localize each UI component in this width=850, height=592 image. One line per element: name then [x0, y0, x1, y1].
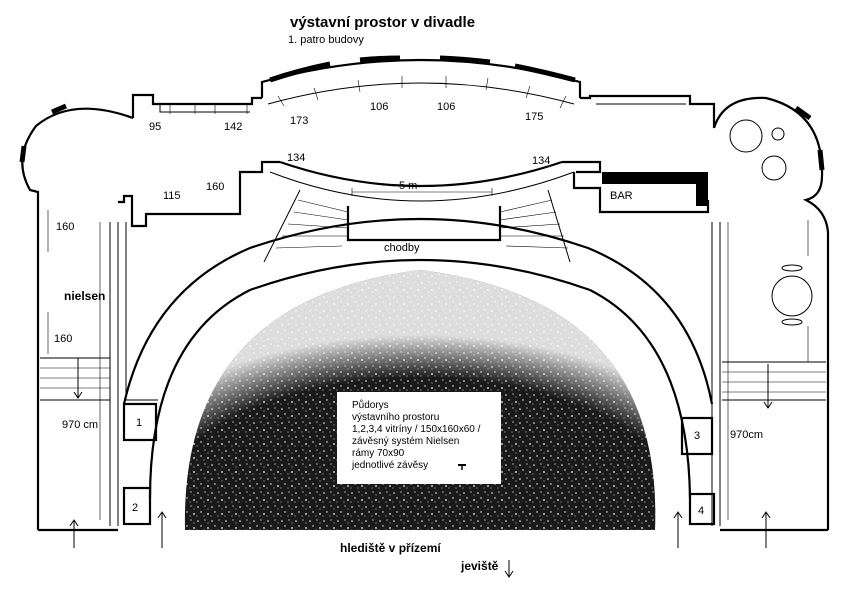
- up-arrow-icon: [69, 511, 771, 548]
- legend-title: Půdorys: [352, 399, 389, 411]
- legend-line-5: jednotlivé závěsy: [351, 460, 428, 471]
- dim-142: 142: [224, 121, 242, 133]
- left-length-label: 970 cm: [62, 419, 98, 431]
- showcase-4: 4: [688, 492, 716, 526]
- top-dimension-labels: 95 142 173 106 106 175: [149, 101, 543, 133]
- dim-134-right: 134: [532, 155, 550, 167]
- legend-line-2: 1,2,3,4 vitríny / 150x160x60 /: [352, 424, 481, 435]
- dim-134-left: 134: [287, 152, 305, 164]
- plan-subtitle: 1. patro budovy: [288, 34, 364, 46]
- stage-label: jeviště: [460, 559, 499, 573]
- bar-counter: BAR: [602, 172, 708, 206]
- dim-95: 95: [149, 121, 161, 133]
- showcase-1: 1: [122, 402, 158, 442]
- left-wing: [40, 210, 158, 526]
- dim-106-a: 106: [370, 101, 388, 113]
- legend-line-1: výstavního prostoru: [352, 412, 439, 423]
- left-dim-160-bottom: 160: [54, 333, 72, 345]
- upper-rooms: [159, 76, 686, 114]
- ring-corridor: [122, 217, 714, 499]
- auditorium-label: hlediště v přízemí: [340, 541, 441, 555]
- right-wing: [711, 220, 826, 526]
- dim-173: 173: [290, 115, 308, 127]
- dim-160-upper: 160: [206, 181, 224, 193]
- legend-line-3: závěsný systém Nielsen: [352, 436, 459, 447]
- nielsen-label: nielsen: [64, 289, 105, 303]
- bar-label: BAR: [610, 190, 633, 202]
- right-length-label: 970cm: [730, 429, 763, 441]
- svg-text:1: 1: [136, 417, 142, 429]
- legend-box: Půdorys výstavního prostoru 1,2,3,4 vitr…: [337, 392, 501, 484]
- corridor-width-label: 5 m: [399, 180, 417, 192]
- down-arrow-icon: [504, 560, 514, 578]
- svg-text:4: 4: [698, 505, 704, 517]
- dim-115: 115: [163, 190, 181, 202]
- dim-175: 175: [525, 111, 543, 123]
- dim-106-b: 106: [437, 101, 455, 113]
- svg-text:2: 2: [132, 502, 138, 514]
- plan-title: výstavní prostor v divadle: [290, 14, 475, 31]
- svg-text:3: 3: [694, 430, 700, 442]
- facade-window-marks: [19, 55, 825, 171]
- corridor-label: chodby: [384, 242, 420, 254]
- right-tables: [729, 119, 813, 326]
- legend-line-4: rámy 70x90: [352, 448, 405, 459]
- showcase-3: 3: [680, 416, 714, 456]
- hanger-symbol-icon: [458, 464, 466, 470]
- showcase-2: 2: [122, 486, 152, 526]
- inner-corridor: [118, 160, 710, 263]
- left-dim-160-top: 160: [56, 221, 74, 233]
